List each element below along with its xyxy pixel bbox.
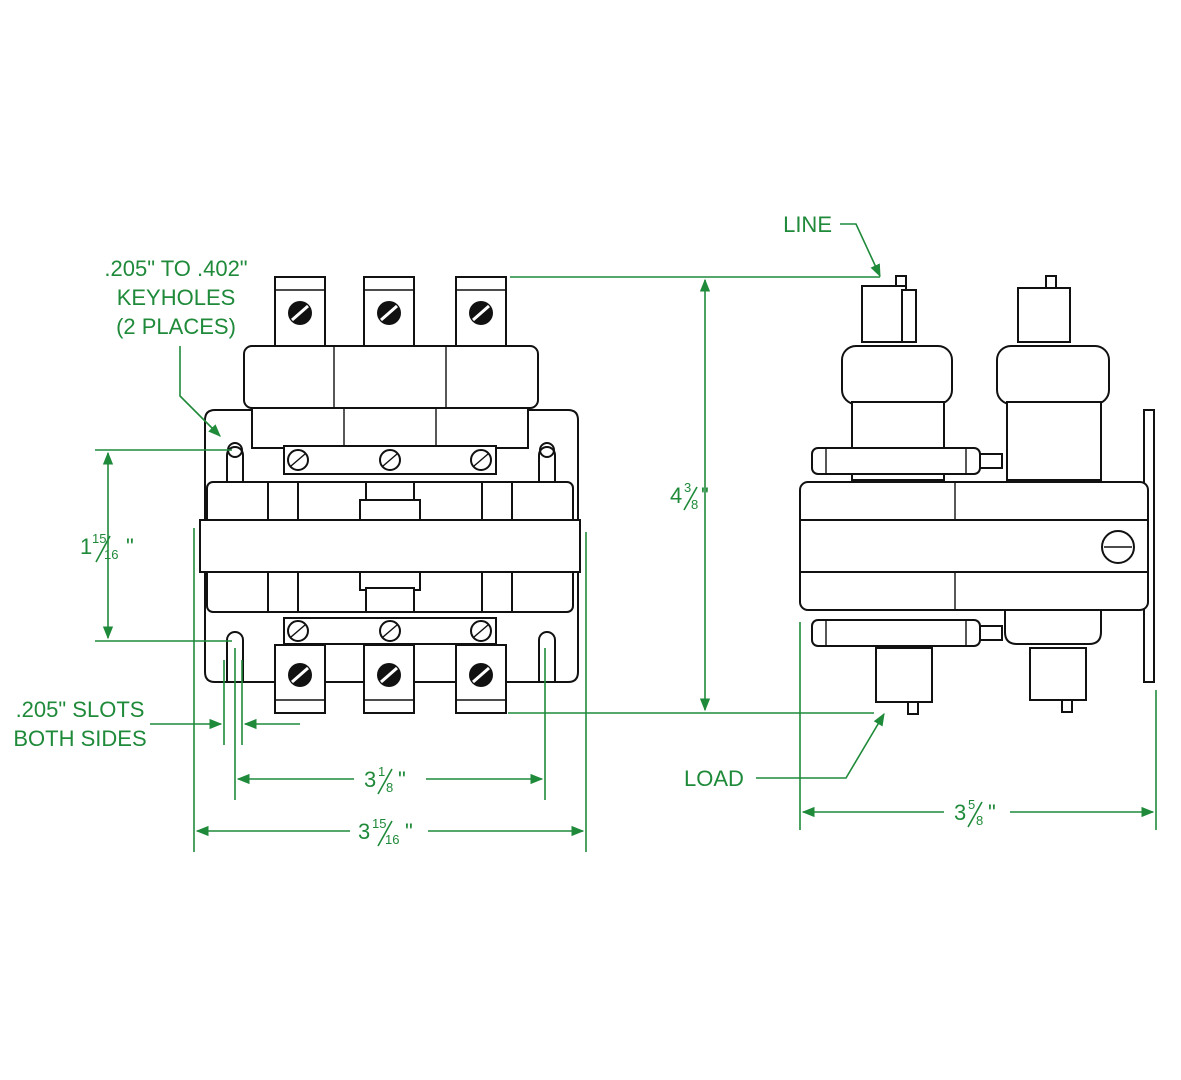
svg-text:": " <box>988 800 996 825</box>
load-label: LOAD <box>684 766 744 791</box>
side-pole-left-cap <box>841 345 953 405</box>
slot-left <box>226 631 244 682</box>
svg-text:": " <box>701 483 709 508</box>
dim-keyhole-spacing: 1 15 16 " <box>80 531 134 563</box>
svg-text:3: 3 <box>684 480 691 495</box>
svg-text:": " <box>398 767 406 792</box>
side-line-terminal-left <box>861 285 907 343</box>
svg-text:16: 16 <box>104 547 118 562</box>
dim-overall-width: 3 15 16 " <box>358 816 413 847</box>
svg-text:15: 15 <box>372 816 386 831</box>
dimension-lines <box>95 223 1157 852</box>
bottom-terminals <box>274 644 507 714</box>
side-load-terminal-right <box>1029 647 1087 701</box>
side-lower-rod <box>811 619 981 647</box>
svg-text:8: 8 <box>386 780 393 795</box>
slots-label-line1: .205" SLOTS <box>16 697 145 722</box>
annotation-labels: .205" TO .402" KEYHOLES (2 PLACES) .205"… <box>13 212 832 791</box>
keyhole-right-top <box>539 442 555 458</box>
svg-text:3: 3 <box>364 767 376 792</box>
upper-neck <box>251 407 529 449</box>
svg-text:16: 16 <box>385 832 399 847</box>
svg-text:15: 15 <box>92 531 106 546</box>
svg-text:3: 3 <box>358 819 370 844</box>
side-view <box>799 275 1155 715</box>
slots-label-line2: BOTH SIDES <box>13 726 146 751</box>
svg-text:1: 1 <box>80 534 92 559</box>
coil-band <box>199 519 581 573</box>
dimension-values: 4 3 8 " 1 15 16 " 3 1 8 " 3 15 16 " <box>80 480 996 847</box>
side-load-terminal-left <box>875 647 933 703</box>
dim-height: 4 3 8 " <box>670 480 709 512</box>
side-pole-right-neck <box>1006 401 1102 481</box>
dim-slot-spacing: 3 1 8 " <box>364 764 406 795</box>
front-view <box>199 276 581 714</box>
svg-text:": " <box>405 819 413 844</box>
keyhole-right <box>538 446 556 485</box>
svg-text:8: 8 <box>976 813 983 828</box>
keyholes-label-line1: .205" TO .402" <box>104 256 247 281</box>
keyhole-left <box>226 446 244 485</box>
side-line-terminal-right <box>1017 287 1071 343</box>
keyholes-label-line2: KEYHOLES <box>117 285 236 310</box>
svg-text:3: 3 <box>954 800 966 825</box>
svg-text:8: 8 <box>691 497 698 512</box>
upper-housing <box>243 345 539 409</box>
svg-text:": " <box>126 534 134 559</box>
svg-text:1: 1 <box>378 764 385 779</box>
svg-text:4: 4 <box>670 483 682 508</box>
slot-right <box>538 631 556 682</box>
top-terminals <box>274 276 507 347</box>
svg-text:5: 5 <box>968 797 975 812</box>
side-coil-band <box>799 519 1149 573</box>
dim-depth: 3 5 8 " <box>954 797 996 828</box>
side-upper-rod <box>811 447 981 475</box>
side-pole-right-cap <box>996 345 1110 405</box>
keyholes-label-line3: (2 PLACES) <box>116 314 236 339</box>
line-label: LINE <box>783 212 832 237</box>
